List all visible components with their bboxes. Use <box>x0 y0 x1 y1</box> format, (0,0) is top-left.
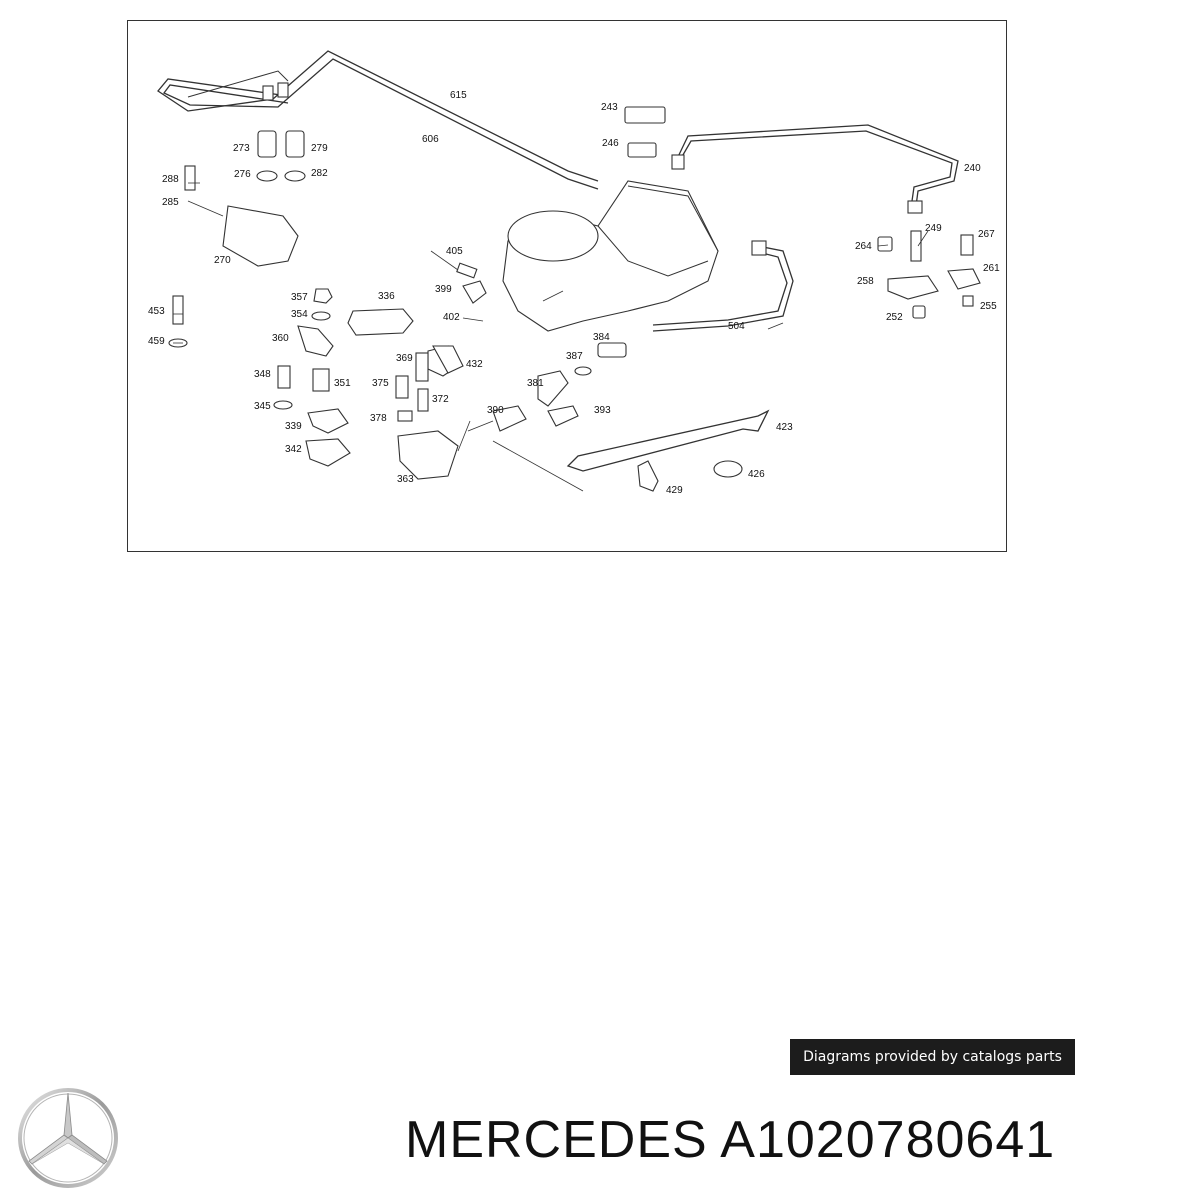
parts-diagram-drawing: 615 606 243 246 240 273 279 276 282 288 285 270 405 3… <box>148 50 1000 496</box>
part-label-432: 432 <box>466 359 483 370</box>
part-label-615: 615 <box>450 90 467 101</box>
part-label-423: 423 <box>776 422 793 433</box>
part-label-399: 399 <box>435 284 452 295</box>
part-label-348: 348 <box>254 369 271 380</box>
mercedes-star-icon <box>18 1088 118 1188</box>
part-label-504: 504 <box>728 321 745 332</box>
part-label-384: 384 <box>593 332 610 343</box>
part-label-363: 363 <box>397 474 414 485</box>
part-label-285: 285 <box>162 197 179 208</box>
part-label-354: 354 <box>291 309 308 320</box>
part-label-246: 246 <box>602 138 619 149</box>
brand-part-number: MERCEDES A1020780641 <box>405 1111 1056 1169</box>
part-label-282: 282 <box>311 168 328 179</box>
part-label-381: 381 <box>527 378 544 389</box>
parts-diagram: 615 606 243 246 240 273 279 276 282 288 285 270 405 3… <box>127 20 1007 552</box>
part-label-345: 345 <box>254 401 271 412</box>
part-label-402: 402 <box>443 312 460 323</box>
part-number-labels: 615 606 243 246 240 273 279 276 282 288 285 270 405 3… <box>148 90 1000 496</box>
part-label-342: 342 <box>285 444 302 455</box>
part-label-273: 273 <box>233 143 250 154</box>
part-label-267: 267 <box>978 229 995 240</box>
part-label-339: 339 <box>285 421 302 432</box>
part-label-390: 390 <box>487 405 504 416</box>
part-label-249: 249 <box>925 223 942 234</box>
diagram-credit-badge: Diagrams provided by catalogs parts <box>790 1039 1075 1075</box>
part-label-393: 393 <box>594 405 611 416</box>
part-label-360: 360 <box>272 333 289 344</box>
part-label-264: 264 <box>855 241 872 252</box>
part-label-288: 288 <box>162 174 179 185</box>
part-label-240: 240 <box>964 163 981 174</box>
part-label-276: 276 <box>234 169 251 180</box>
part-label-357: 357 <box>291 292 308 303</box>
part-label-261: 261 <box>983 263 1000 274</box>
part-label-459: 459 <box>148 336 165 347</box>
part-label-243: 243 <box>601 102 618 113</box>
part-label-336: 336 <box>378 291 395 302</box>
part-label-255: 255 <box>980 301 997 312</box>
part-label-387: 387 <box>566 351 583 362</box>
part-label-252: 252 <box>886 312 903 323</box>
part-label-258: 258 <box>857 276 874 287</box>
part-label-378: 378 <box>370 413 387 424</box>
part-label-375: 375 <box>372 378 389 389</box>
part-label-270: 270 <box>214 255 231 266</box>
part-label-606: 606 <box>422 134 439 145</box>
part-label-279: 279 <box>311 143 328 154</box>
part-label-372: 372 <box>432 394 449 405</box>
part-label-426: 426 <box>748 469 765 480</box>
part-label-453: 453 <box>148 306 165 317</box>
part-label-351: 351 <box>334 378 351 389</box>
part-label-405: 405 <box>446 246 463 257</box>
part-label-369: 369 <box>396 353 413 364</box>
part-label-429: 429 <box>666 485 683 496</box>
